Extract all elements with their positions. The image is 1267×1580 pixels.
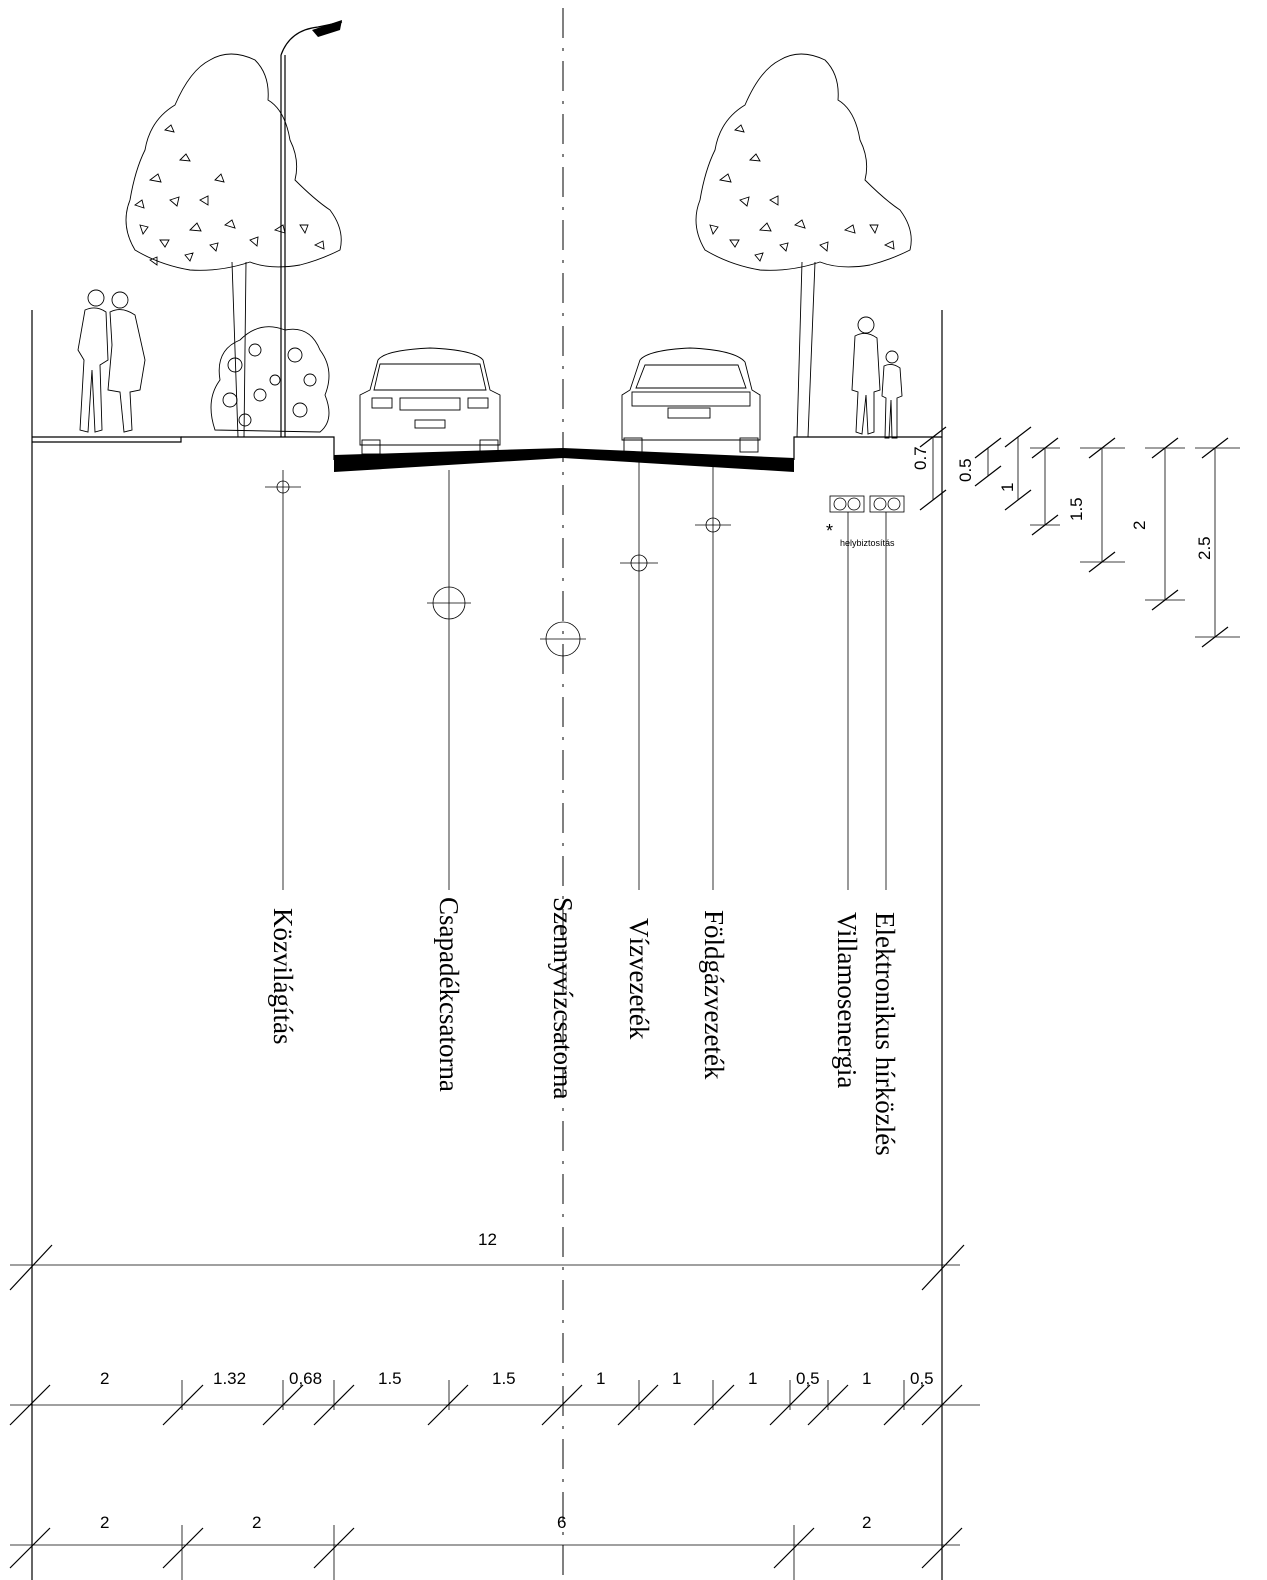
total-width-value: 12 <box>478 1230 497 1249</box>
car-rear-icon <box>621 347 761 453</box>
street-lamp-icon <box>280 20 343 437</box>
zone-width-2: 6 <box>557 1513 566 1532</box>
detail-width-10: 0,5 <box>910 1369 934 1388</box>
detail-width-0: 2 <box>100 1369 109 1388</box>
car-front-icon <box>359 347 501 455</box>
tree-right-icon <box>695 53 912 438</box>
utility-lines <box>265 460 905 890</box>
detail-width-2: 0,68 <box>289 1369 322 1388</box>
depth-dimensions: 0.7 0.5 1 1.5 2 2.5 <box>911 426 1240 648</box>
telecom-cable-box <box>869 495 905 513</box>
note-asterisk: * <box>826 521 833 541</box>
depth-2: 2 <box>1130 521 1149 530</box>
zone-width-dimensions: 2 2 6 2 <box>9 1513 963 1580</box>
label-kozvilagitas: Közvilágítás <box>268 908 298 1044</box>
road-pavement <box>334 448 794 472</box>
detail-width-8: 0,5 <box>796 1369 820 1388</box>
label-vizvezetek: Vízvezeték <box>624 918 654 1040</box>
detail-width-9: 1 <box>862 1369 871 1388</box>
label-szennyvizcsatorna: Szennyvízcsatorna <box>548 897 578 1099</box>
detail-width-3: 1.5 <box>378 1369 402 1388</box>
ground-surface <box>32 436 942 472</box>
zone-width-1: 2 <box>252 1513 261 1532</box>
depth-1-5: 1.5 <box>1067 497 1086 521</box>
label-csapadekcsatorna: Csapadékcsatorna <box>434 897 464 1092</box>
detail-width-1: 1.32 <box>213 1369 246 1388</box>
label-villamosenergia: Villamosenergia <box>832 912 862 1088</box>
depth-2-5: 2.5 <box>1195 536 1214 560</box>
pedestrians-couple-icon <box>77 289 146 433</box>
note-text: helybiztosítás <box>840 538 895 548</box>
detail-width-7: 1 <box>748 1369 757 1388</box>
zone-width-3: 2 <box>862 1513 871 1532</box>
power-cable-box <box>829 495 865 513</box>
zone-width-0: 2 <box>100 1513 109 1532</box>
depth-0-5: 0.5 <box>956 458 975 482</box>
detail-width-6: 1 <box>672 1369 681 1388</box>
detail-width-5: 1 <box>596 1369 605 1388</box>
label-foldgazvezetek: Földgázvezeték <box>699 910 729 1080</box>
detail-width-dimensions: 2 1.32 0,68 1.5 1.5 1 1 1 0,5 1 0,5 <box>9 1369 980 1426</box>
tree-left-icon <box>125 53 342 438</box>
bush-icon <box>210 326 330 433</box>
pedestrians-adult-child-icon <box>851 316 903 439</box>
depth-1: 1 <box>998 483 1017 492</box>
label-elektronikus-hirkozles: Elektronikus hírközlés <box>870 912 900 1156</box>
detail-width-4: 1.5 <box>492 1369 516 1388</box>
total-width-dimension: 12 <box>9 1230 965 1291</box>
depth-0-7: 0.7 <box>911 446 930 470</box>
